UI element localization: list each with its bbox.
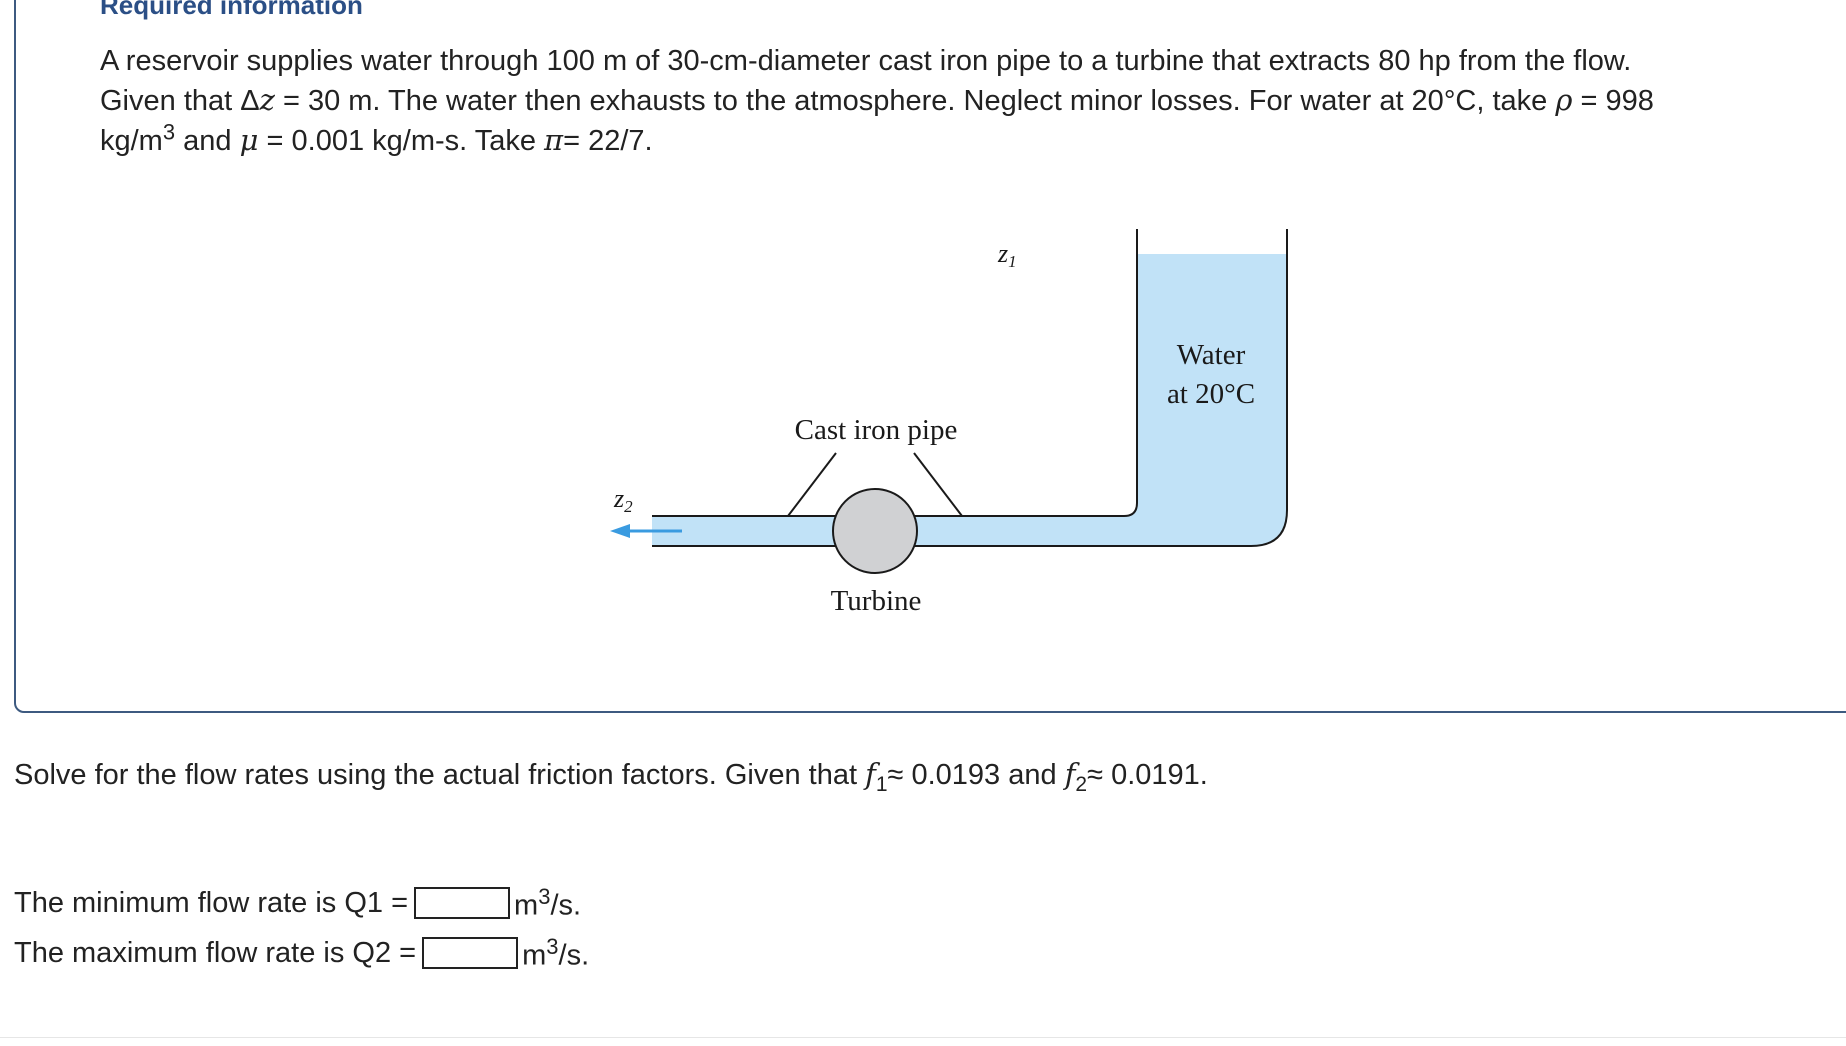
water-temperature-label: at 20°C [1167,378,1255,410]
pipe-leader-left [787,452,837,517]
problem-line-1: A reservoir supplies water through 100 m… [100,45,1632,77]
q2-input[interactable] [422,937,519,970]
required-information-card [14,0,1846,713]
pipe-leader-right [913,452,963,517]
reservoir-outline [652,229,1138,517]
reservoir-turbine-diagram: z1 z2 Water at 20°C Cast iron pipe Turbi… [610,229,1288,617]
bottom-divider [0,1037,1846,1038]
problem-line-3: kg/m3 and μ = 0.001 kg/m-s. Take π= 22/7… [100,119,653,157]
q1-unit: m3/s. [514,884,582,922]
q1-input[interactable] [414,887,511,920]
q1-label: The minimum flow rate is Q1 = [14,886,409,919]
section-title: Required information [100,0,363,20]
q1-answer-row: The minimum flow rate is Q1 = m3/s. [14,884,581,923]
turbine-label: Turbine [831,585,922,617]
cast-iron-pipe-label: Cast iron pipe [795,414,958,446]
q2-answer-row: The maximum flow rate is Q2 = m3/s. [14,934,589,973]
problem-line-2: Given that Δz = 30 m. The water then exh… [100,83,1654,117]
reservoir-outline-right [652,229,1288,547]
outflow-arrow-head [610,524,630,538]
problem-statement: A reservoir supplies water through 100 m… [100,42,1820,161]
instruction-text: Solve for the flow rates using the actua… [14,757,1208,796]
q2-unit: m3/s. [522,934,590,972]
turbine-shape [832,488,918,574]
z2-label: z2 [613,484,633,516]
z1-label: z1 [997,239,1017,271]
water-label: Water [1177,339,1246,371]
q2-label: The maximum flow rate is Q2 = [14,936,417,969]
